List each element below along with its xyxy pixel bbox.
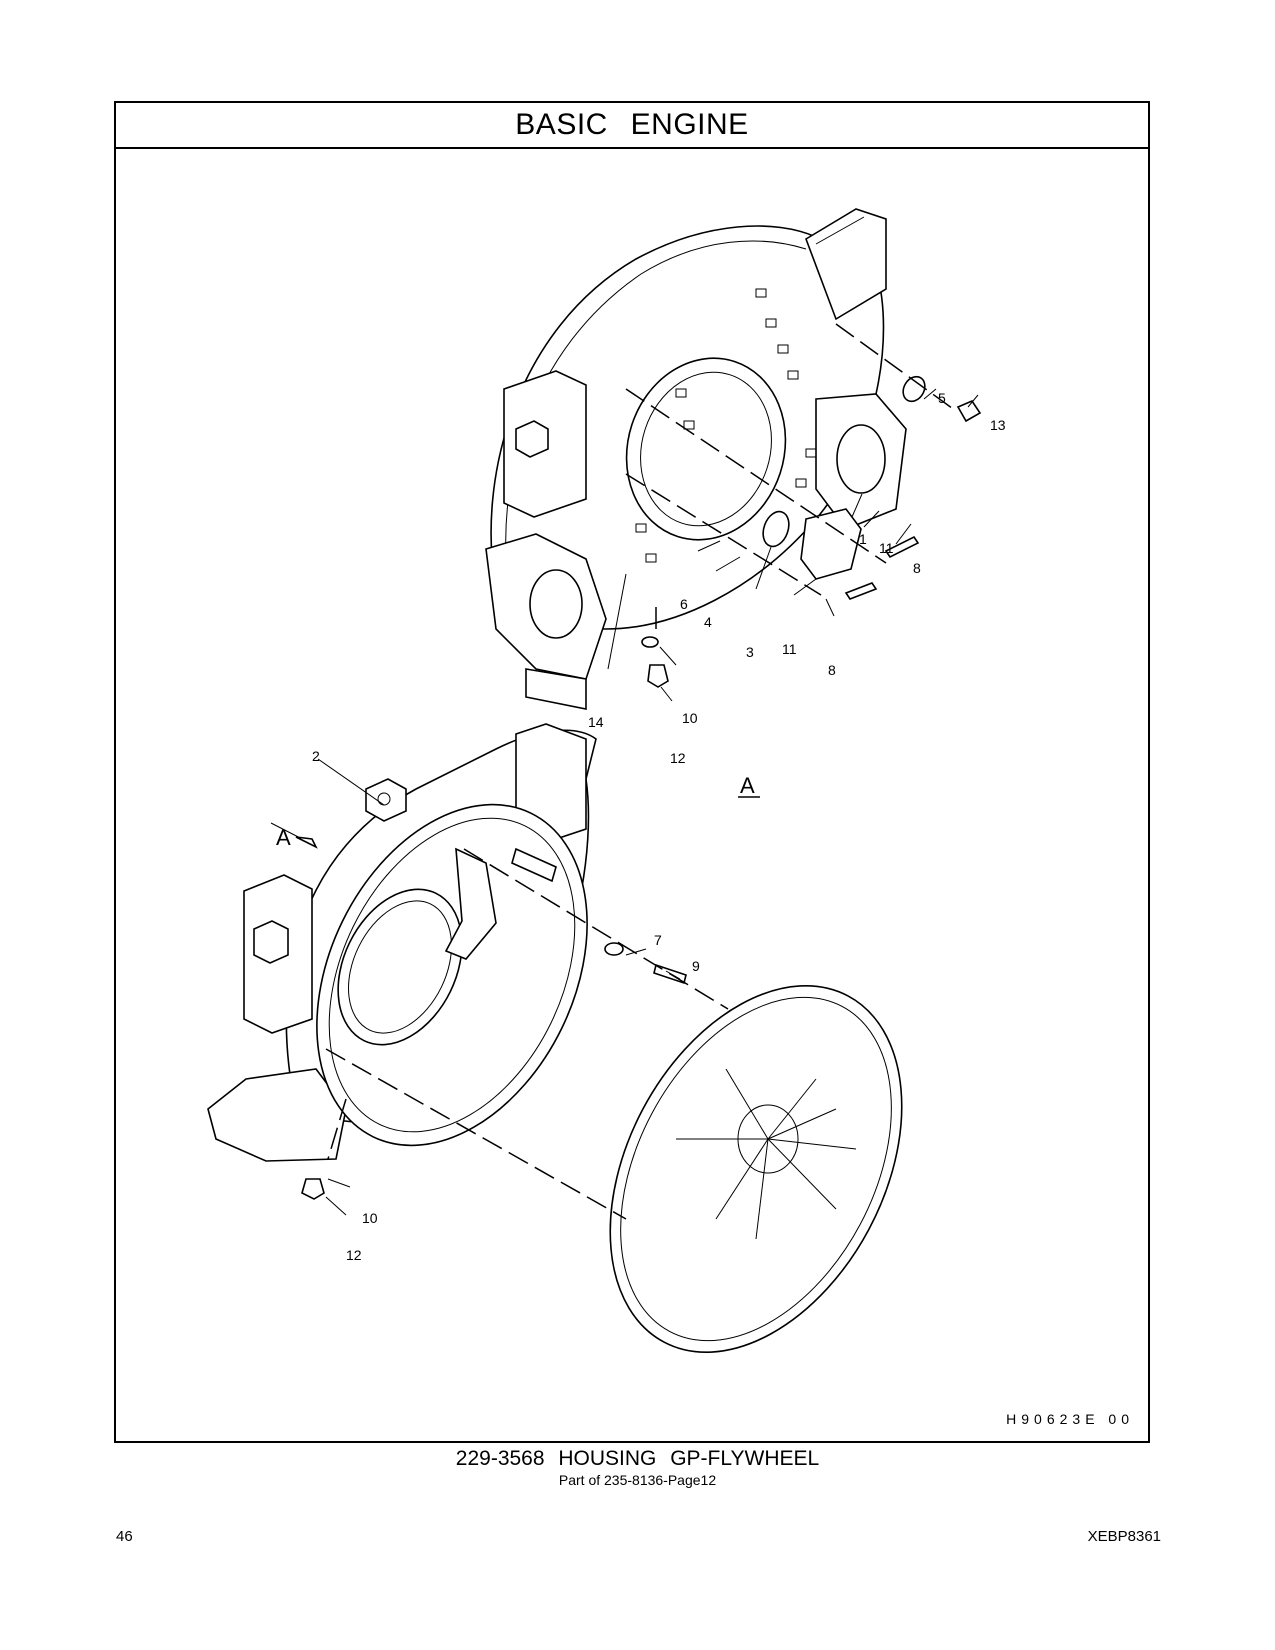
- callout-9: 9: [692, 958, 700, 974]
- page-number: 46: [116, 1528, 133, 1545]
- caption-subtitle: Part of 235-8136-Page12: [558, 1472, 717, 1488]
- callout-8: 8: [913, 560, 921, 576]
- callout-12: 12: [670, 750, 686, 766]
- drawing-frame: BASIC ENGINE: [114, 101, 1150, 1443]
- callout-12: 12: [346, 1247, 362, 1263]
- callout-6: 6: [680, 596, 688, 612]
- upper-housing-illustration: 5 13 1 11 8 6 4 3 11 8 14 10 12: [485, 208, 1006, 766]
- section-header: BASIC ENGINE: [116, 103, 1148, 149]
- callout-13: 13: [990, 417, 1006, 433]
- callout-3: 3: [746, 644, 754, 660]
- view-arrow-label: A: [276, 825, 291, 850]
- callout-10: 10: [362, 1210, 378, 1226]
- exploded-parts-diagram: 5 13 1 11 8 6 4 3 11 8 14 10 12 A: [207, 208, 1006, 1353]
- lower-housing-illustration: 2 7 9 10 12: [207, 723, 903, 1353]
- callout-14: 14: [588, 714, 604, 730]
- callout-5: 5: [938, 390, 946, 406]
- view-arrow-icon: [295, 836, 318, 849]
- document-code: XEBP8361: [1087, 1528, 1161, 1545]
- view-label: A: [740, 773, 755, 798]
- callout-11: 11: [782, 641, 797, 657]
- callout-1: 1: [859, 531, 867, 547]
- section-title: BASIC ENGINE: [515, 108, 749, 141]
- callout-8: 8: [828, 662, 836, 678]
- callout-2: 2: [312, 748, 320, 764]
- drawing-code: H90623E 00: [1006, 1411, 1134, 1427]
- callout-11: 11: [879, 540, 894, 556]
- callout-10: 10: [682, 710, 698, 726]
- caption-title: 229-3568 HOUSING GP-FLYWHEEL: [455, 1447, 820, 1470]
- callout-7: 7: [654, 932, 662, 948]
- callout-4: 4: [704, 614, 712, 630]
